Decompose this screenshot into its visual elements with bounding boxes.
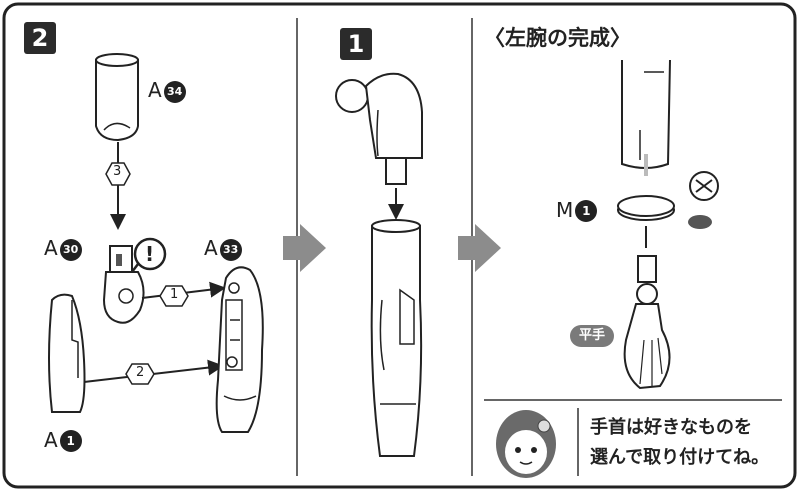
cut-piece-icon	[688, 215, 712, 229]
step-number-3: 3	[113, 164, 122, 179]
caution-badge	[133, 237, 167, 271]
note-line-1: 手首は好きなものを	[590, 417, 752, 438]
guide-character-icon	[496, 410, 556, 478]
part-letter: A	[44, 428, 58, 452]
part-a33-forearm-frame	[215, 266, 264, 433]
part-number-badge: 34	[163, 81, 186, 103]
panel-number-2: 2	[24, 22, 56, 54]
note-line-2: 選んで取り付けてね。	[590, 447, 770, 468]
complete-title: 〈左腕の完成〉	[484, 26, 631, 50]
part-number-badge: 1	[575, 200, 598, 222]
part-a1-forearm-shell	[48, 293, 86, 413]
completed-arm-top	[621, 59, 671, 176]
caution-mark: !	[145, 242, 155, 266]
caution-pointer	[131, 263, 139, 273]
panel-number-1: 1	[340, 28, 372, 60]
forearm-assembly	[370, 219, 423, 457]
flow-arrow-1	[283, 224, 326, 272]
hex-step3	[105, 162, 131, 186]
flat-hand-badge: 平手	[570, 325, 614, 347]
part-number-badge: 30	[59, 239, 82, 261]
flat-hand-part	[623, 255, 671, 390]
step-number-1: 1	[170, 287, 179, 302]
hex-step1	[159, 285, 189, 307]
part-letter: A	[148, 78, 162, 102]
part-number-badge: 33	[219, 239, 242, 261]
part-number-badge: 1	[59, 430, 82, 452]
part-letter: M	[556, 198, 574, 222]
part-a34-sleeve	[95, 53, 139, 142]
flow-arrow-2	[458, 224, 501, 272]
part-letter: A	[44, 236, 58, 260]
part-m1-ring	[617, 195, 675, 221]
hex-step2	[125, 363, 155, 385]
upper-arm-joint	[335, 72, 423, 185]
part-letter: A	[204, 236, 218, 260]
step-number-2: 2	[136, 365, 145, 380]
